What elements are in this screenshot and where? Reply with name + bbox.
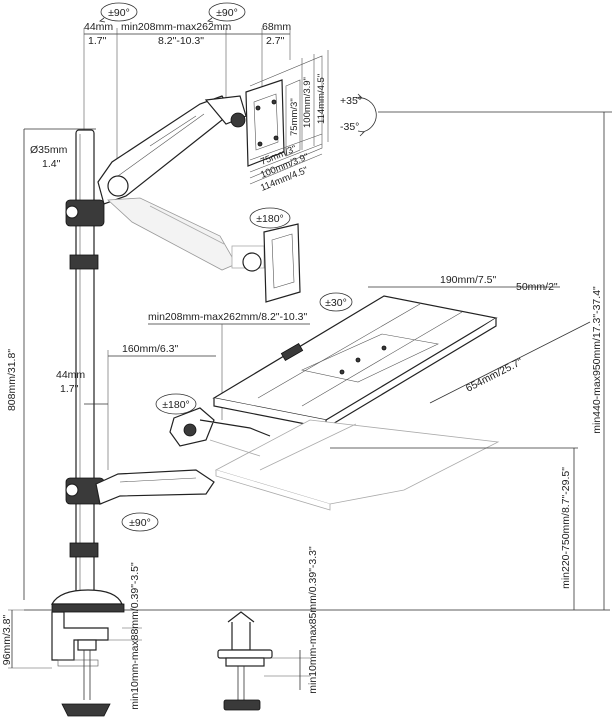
rotation-badge-right [208, 2, 246, 22]
top-dim-2-mm: min208mm-max262mm [121, 21, 232, 33]
clamp-height: 96mm/3.8" [1, 615, 13, 666]
tray-offset: 160mm/6.3" [122, 343, 179, 355]
top-dim-3-mm: 68mm [262, 21, 291, 33]
tray-lip: 50mm/2" [516, 281, 558, 293]
grommet-range: min10mm-max85mm/0.39"-3.3" [307, 546, 319, 694]
vesa-plate-upper [245, 79, 285, 167]
tray-swivel-label: ±180° [162, 399, 189, 411]
top-dimension-lines [83, 28, 291, 170]
top-rotation-badges: ±90° ±90° [99, 2, 246, 23]
vesa-dimension-box [249, 50, 329, 185]
tray-tilt-label: ±30° [325, 297, 347, 309]
rotation-left-label: ±90° [108, 7, 130, 19]
tray-swivel-badge [155, 393, 197, 415]
lower-dim-in: 1.7" [60, 383, 79, 395]
lower-dim-mm: 44mm [56, 369, 85, 381]
swivel-monitor-label: ±180° [256, 213, 283, 225]
tray-length: 654mm/25.7" [464, 356, 525, 395]
tilt-up-label: +35° [340, 95, 362, 107]
top-dim-1-mm: 44mm [84, 21, 113, 33]
top-dim-2-in: 8.2"-10.3" [158, 35, 204, 47]
vesa-vertical-75: 75mm/3" [289, 98, 300, 136]
tray-arm-reach: min208mm-max262mm/8.2"-10.3" [148, 311, 307, 323]
tray-height-label: min220-750mm/8.7"-29.5" [560, 467, 572, 589]
vesa-vertical-100: 100mm/3.9" [302, 77, 313, 128]
tray-tilt-badge [319, 292, 353, 312]
keyboard-tray-ghost [209, 419, 500, 511]
lower-arm-rotation-label: ±90° [129, 517, 151, 529]
tray-width: 190mm/7.5" [440, 274, 497, 286]
rotation-badge-left [100, 2, 138, 22]
upper-arm [65, 95, 247, 227]
keyboard-tray [212, 295, 498, 429]
pole-diameter-mm: Ø35mm [30, 144, 68, 156]
lower-arm [65, 407, 271, 505]
lower-arm-badge [121, 512, 159, 532]
upper-arm-ghost [107, 197, 265, 271]
top-dim-3-in: 2.7" [266, 35, 285, 47]
grommet-mount [217, 611, 273, 711]
pole-collar-upper [69, 254, 99, 270]
vesa-vertical-114: 114mm/4.5" [316, 74, 327, 124]
top-dim-1-in: 1.7" [88, 35, 107, 47]
clamp-range: min10mm-max88mm/0.39"-3.5" [129, 562, 141, 710]
rotation-right-label: ±90° [216, 7, 238, 19]
tilt-arc [355, 97, 377, 133]
total-height-label: min440-max950mm/17.3"-37.4" [591, 286, 603, 434]
desk-clamp [50, 589, 125, 717]
pole-collar-lower [69, 542, 99, 558]
tilt-down-label: -35° [340, 121, 359, 133]
pole-diameter-in: 1.4" [42, 158, 61, 170]
vesa-plate-lower [242, 223, 301, 303]
pole-height: 808mm/31.8" [6, 349, 18, 411]
swivel-badge-monitor [249, 207, 291, 229]
